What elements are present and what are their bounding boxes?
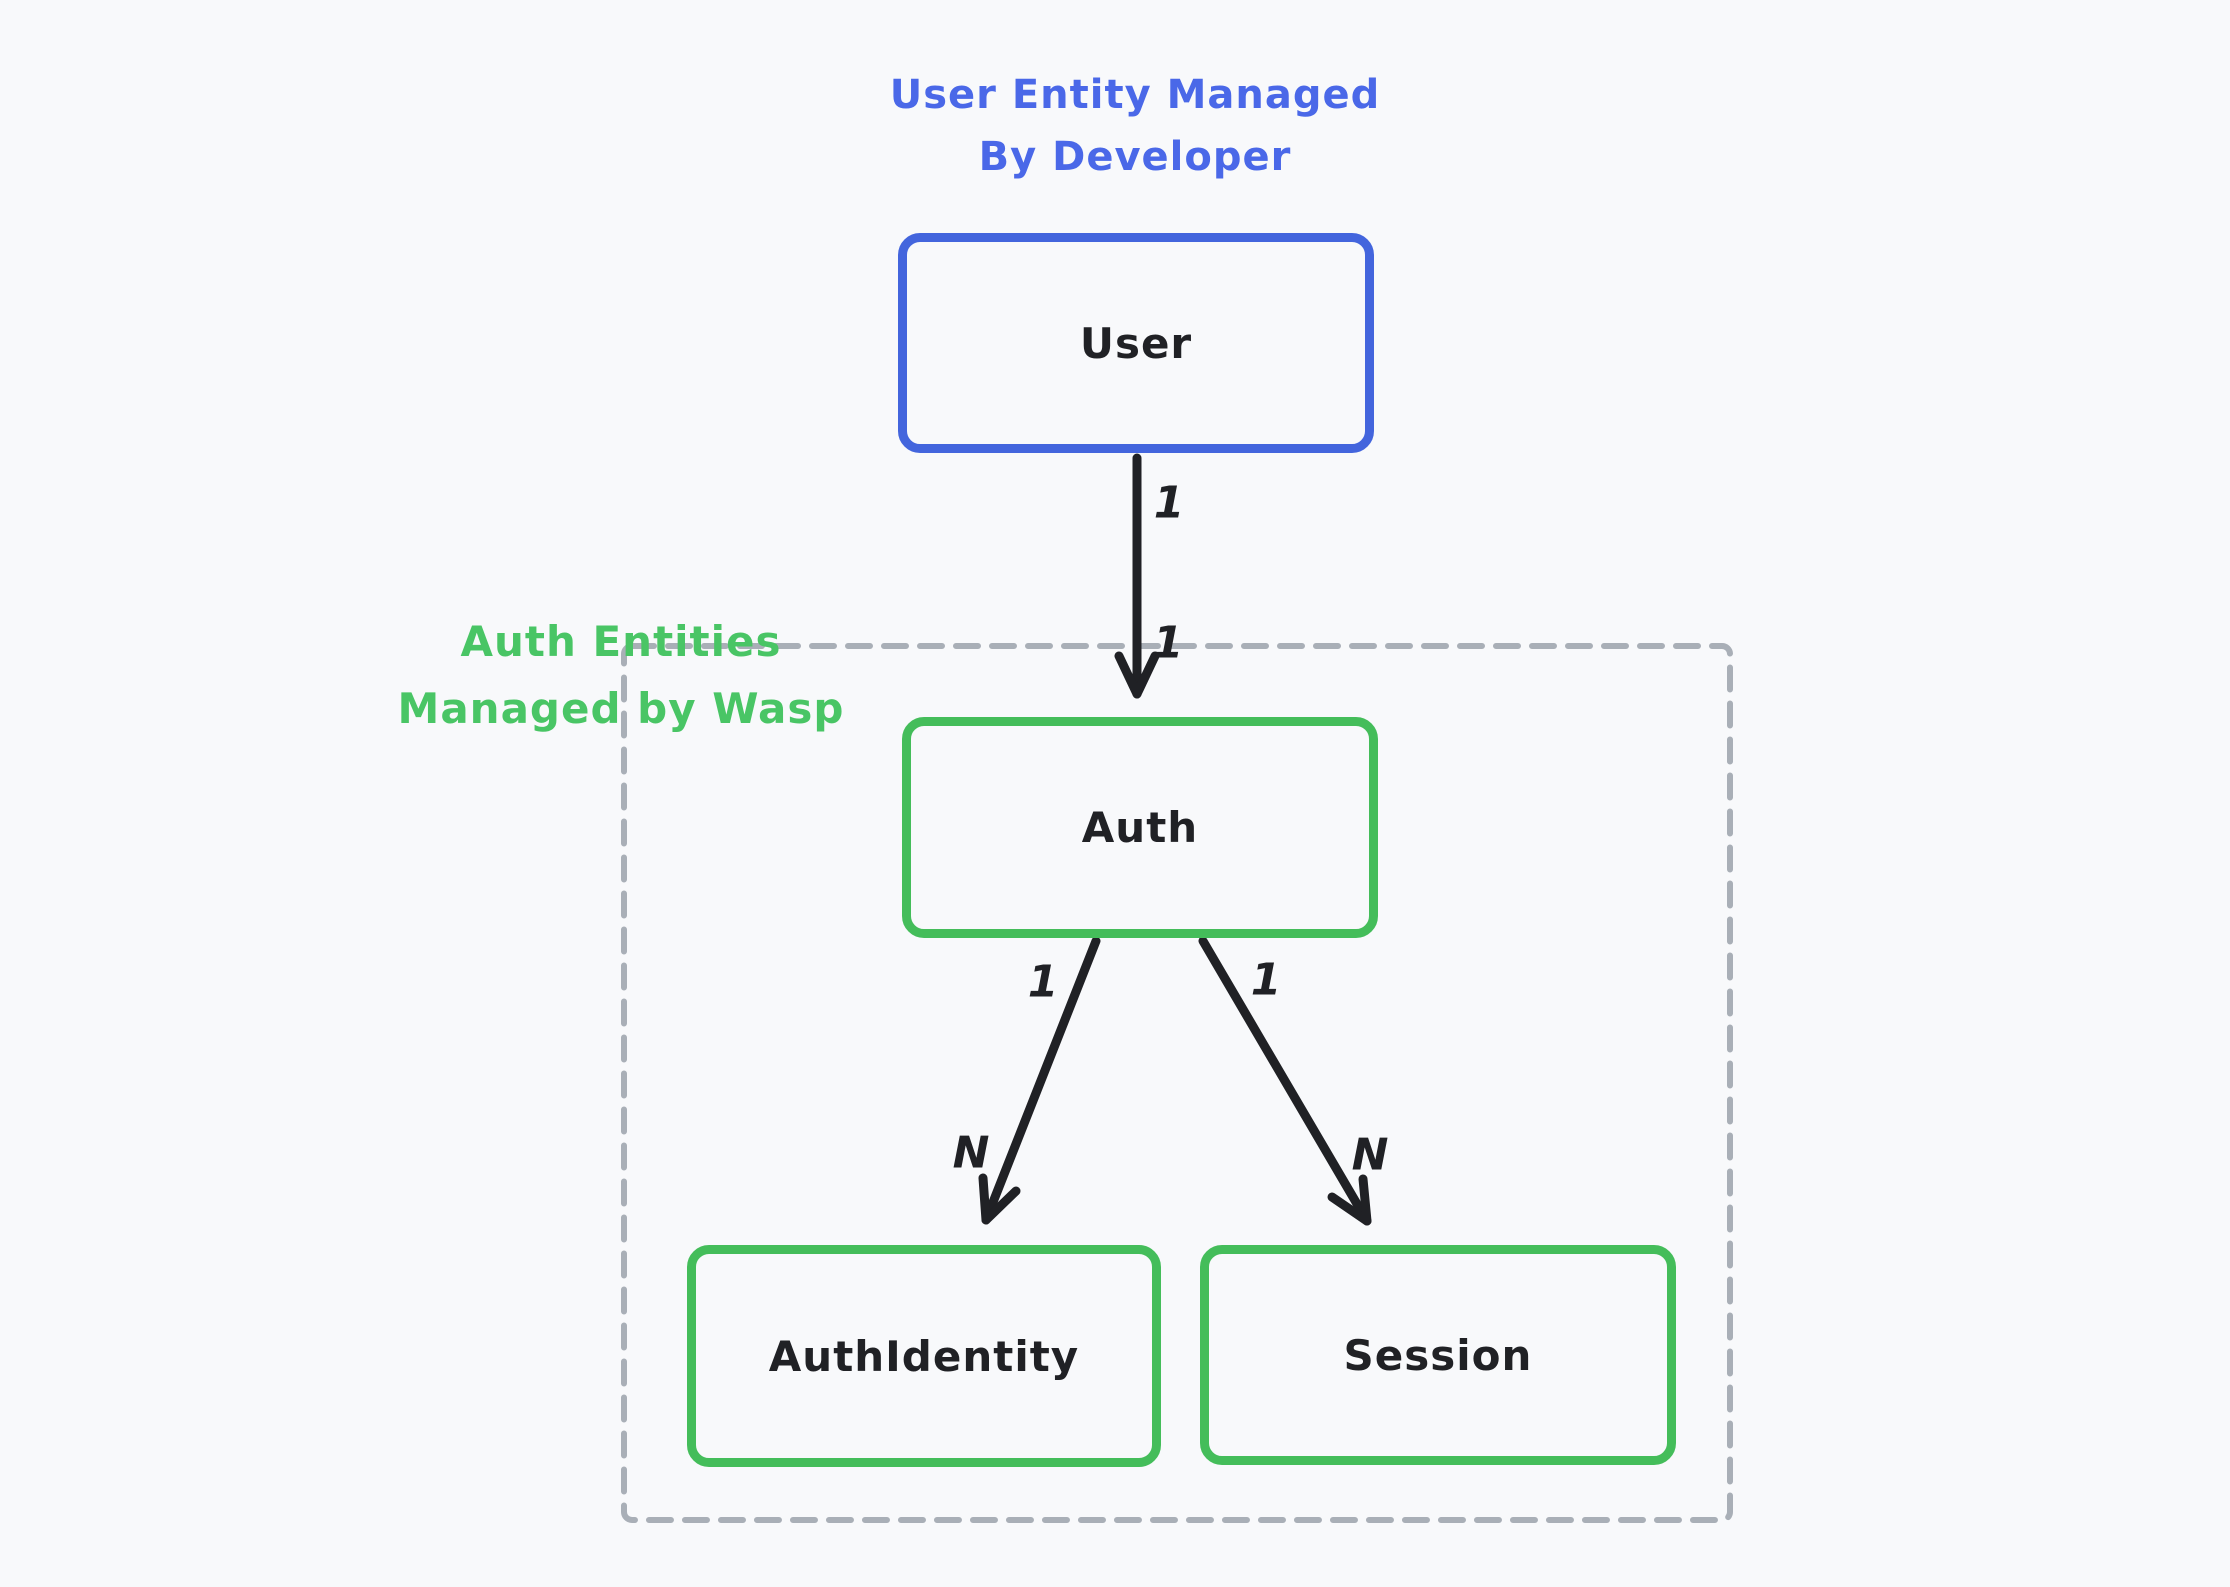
diagram-title-line1: User Entity Managed: [889, 72, 1381, 118]
edge-label-auth-authidentity-to: N: [952, 1127, 990, 1179]
arrow-auth-to-session: [1198, 936, 1372, 1226]
edge-label-user-auth-from: 1: [1153, 477, 1185, 529]
node-auth-label: Auth: [1081, 803, 1199, 852]
edge-label-auth-session-to: N: [1351, 1129, 1389, 1181]
node-session-label: Session: [1343, 1330, 1533, 1380]
node-authidentity: AuthIdentity: [687, 1245, 1161, 1467]
edge-label-user-auth-to: 1: [1152, 617, 1184, 669]
auth-entities-group-label-line2: Managed by Wasp: [397, 684, 845, 733]
diagram-title-line2: By Developer: [978, 134, 1292, 180]
arrow-user-to-auth: [1114, 453, 1160, 699]
auth-entities-group-label: Auth Entities Managed by Wasp: [371, 608, 871, 742]
node-user: User: [898, 233, 1374, 453]
node-auth: Auth: [902, 717, 1378, 938]
auth-entities-group-border: [621, 643, 1733, 1523]
node-session: Session: [1200, 1245, 1676, 1465]
node-authidentity-label: AuthIdentity: [768, 1331, 1080, 1381]
auth-entities-group-label-line1: Auth Entities: [460, 617, 782, 666]
arrow-auth-to-authidentity: [978, 936, 1101, 1225]
edge-label-auth-session-from: 1: [1250, 954, 1282, 1006]
edge-label-auth-authidentity-from: 1: [1027, 956, 1059, 1008]
node-user-label: User: [1079, 318, 1193, 368]
diagram-title: User Entity Managed By Developer: [835, 64, 1435, 188]
